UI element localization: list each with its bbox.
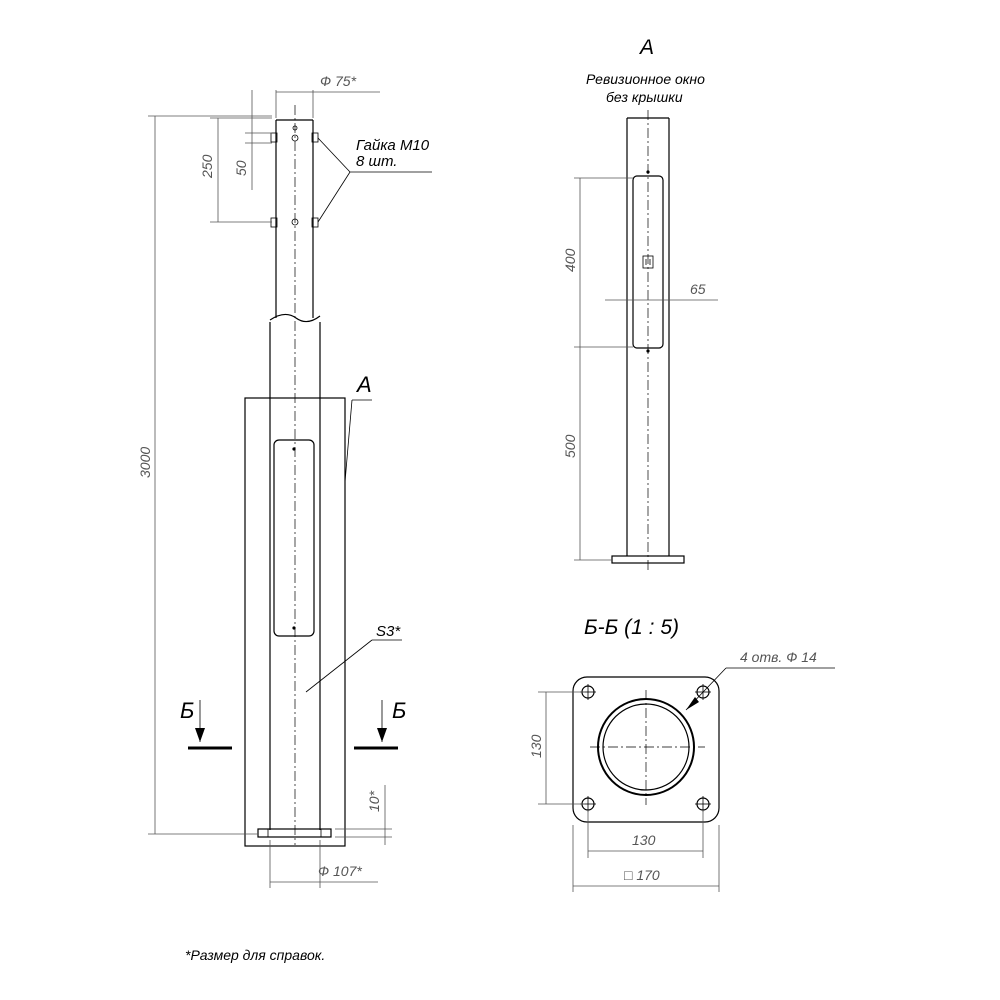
break-line [269,313,321,323]
plate-dim-170: □ 170 [624,867,660,883]
view-a: А Ревизионное окно без крышки 400 500 65 [562,36,718,570]
s3-label: S3* [376,623,401,640]
section-bb: Б-Б (1 : 5) 4 отв. Ф 14 130 [528,616,835,892]
view-a-dim-65: 65 [690,281,706,297]
window-label-line2: без крышки [606,89,683,105]
dim-250: 250 [199,154,215,179]
dim-d75: Ф 75* [320,73,357,89]
inspection-window [273,439,315,637]
view-a-title: А [638,36,654,59]
view-a-reference: А [355,372,372,397]
dim-50: 50 [233,160,249,176]
holes-label: 4 отв. Ф 14 [740,649,817,665]
nut-label-line2: 8 шт. [356,153,397,170]
base-plate [257,828,332,838]
square-base-plate [572,676,720,823]
section-label-left: Б [180,698,194,723]
dim-d107: Ф 107* [318,863,362,879]
window-label-line1: Ревизионное окно [586,71,705,87]
nut-top-left [270,125,319,228]
footnote: *Размер для справок. [185,947,325,963]
main-pole-view: Ф 75* 250 50 Гайка М10 8 шт. 3000 А S3* [137,73,432,888]
section-arrow-left: Б [180,698,232,750]
dim-10: 10* [366,790,382,812]
section-label-right: Б [392,698,406,723]
dim-3000: 3000 [137,447,153,478]
view-a-dim-500: 500 [562,434,578,458]
plate-dim-130-horizontal: 130 [632,832,656,848]
section-title: Б-Б (1 : 5) [584,616,679,639]
plate-dim-130-vertical: 130 [528,734,544,758]
view-a-window [632,175,664,349]
view-a-dim-400: 400 [562,248,578,272]
section-arrow-right: Б [354,698,406,750]
nut-label-line1: Гайка М10 [356,137,430,154]
foundation-outline [244,397,346,847]
